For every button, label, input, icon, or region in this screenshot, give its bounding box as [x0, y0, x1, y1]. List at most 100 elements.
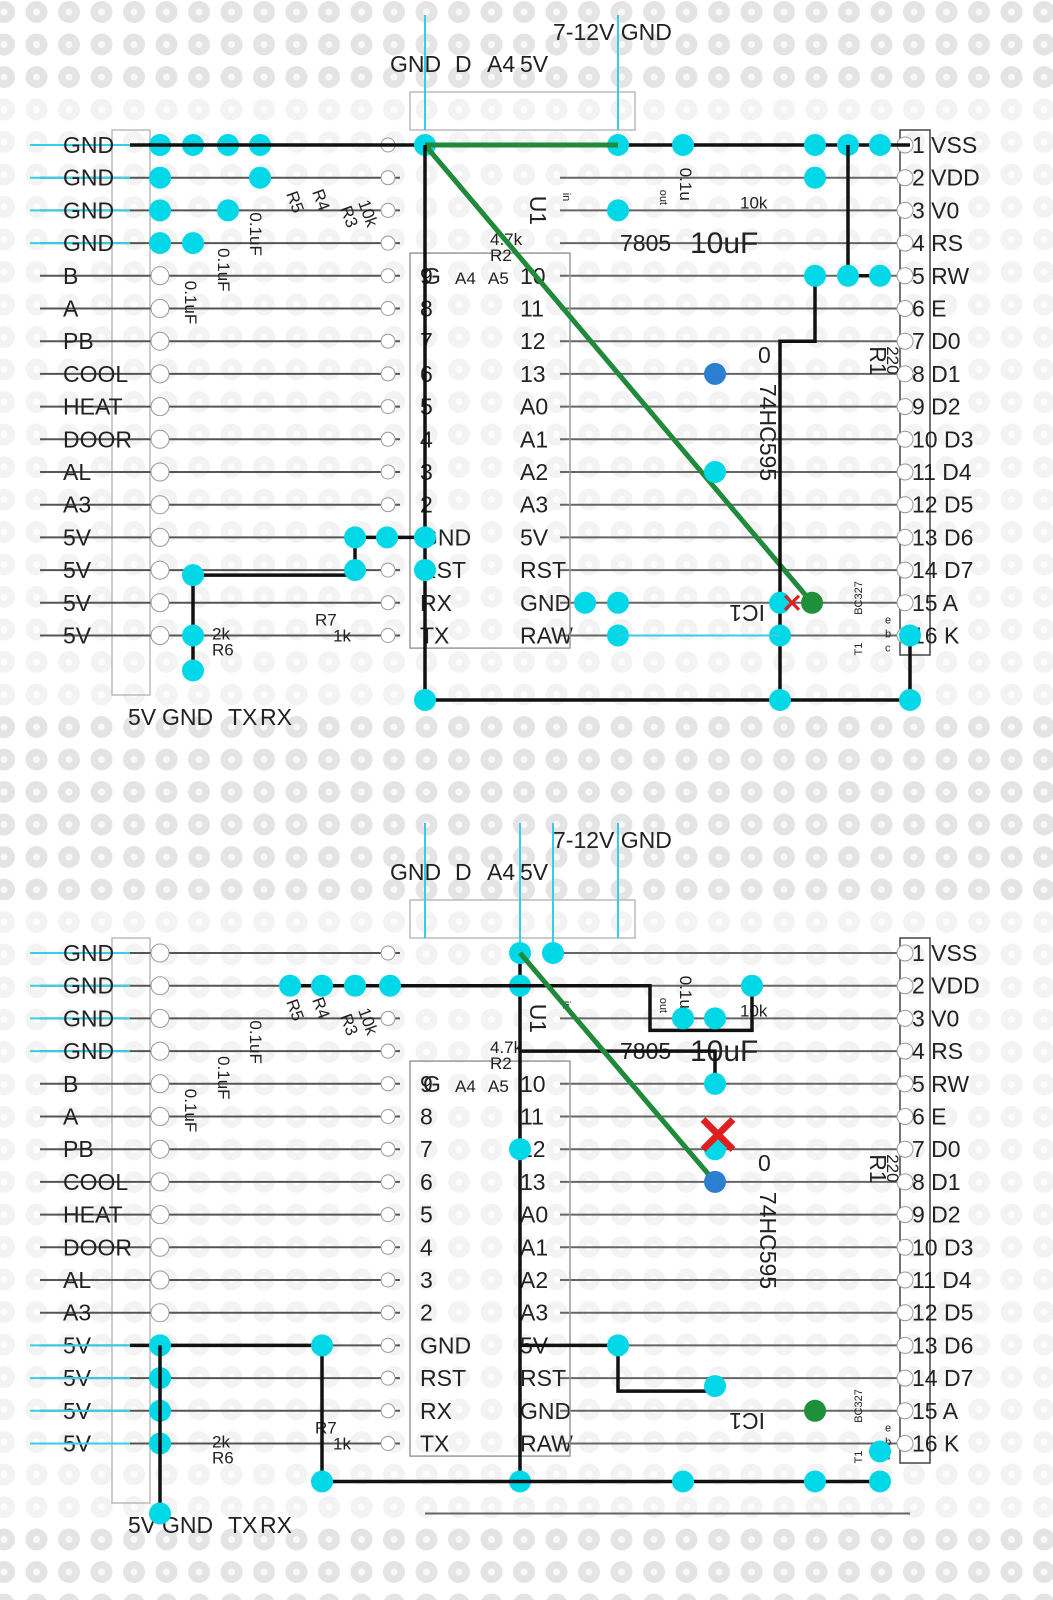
transistor-type-label: BC327: [853, 581, 865, 615]
u1-label: U1: [525, 196, 551, 225]
solder-pad: [704, 461, 726, 483]
r1-value-label: 220: [883, 346, 902, 374]
left-signal-label: A3: [63, 1300, 91, 1326]
serial-header-label: TX: [228, 1512, 257, 1538]
left-signal-label: GND: [63, 1038, 114, 1064]
promini-left-pin-label: RST: [420, 1365, 466, 1391]
promini-left-pin-label: 9: [420, 1071, 433, 1097]
cap-c-label: 0.1uF: [181, 281, 200, 324]
wire-link: [130, 1343, 880, 1484]
solder-pad: [804, 166, 826, 189]
header-pin-label: A4: [487, 859, 515, 885]
left-signal-label: COOL: [63, 1169, 128, 1195]
left-signal-label: PB: [63, 1136, 94, 1162]
r2-value-label: 4.7k: [490, 1038, 523, 1057]
transistor-type-label: BC327: [853, 1389, 865, 1423]
solder-pad: [607, 199, 629, 222]
header-pin-label: GND: [390, 51, 441, 77]
r2-label: R2: [490, 1054, 512, 1073]
left-signal-label: A: [63, 1104, 79, 1130]
solder-pad: [149, 166, 171, 189]
cap-0-1u-label: 0.1u: [676, 976, 695, 1009]
zero-label: 0: [758, 1150, 771, 1176]
serial-header-label: RX: [260, 704, 292, 730]
lcd-pin-label: 12 D5: [912, 492, 973, 518]
lcd-pin-label: 14 D7: [912, 1365, 973, 1391]
regulator-label: 7805: [620, 230, 671, 256]
pot-label: 10k: [740, 193, 768, 212]
solder-pad: [769, 689, 791, 711]
serial-header-label: TX: [228, 704, 257, 730]
lcd-connector-outline: [899, 129, 931, 656]
wire-link: [778, 275, 817, 700]
solder-pad: [249, 166, 271, 189]
lcd-pin-label: 8 D1: [912, 1169, 961, 1195]
r1-label: R1: [865, 1154, 891, 1183]
left-signal-label: GND: [63, 197, 114, 223]
left-signal-label: 5V: [63, 590, 92, 616]
left-signal-label: DOOR: [63, 426, 132, 452]
promini-right-pin-label: A3: [520, 492, 548, 518]
solder-pad: [509, 1138, 531, 1161]
blue-marker-point: [704, 362, 726, 385]
lcd-pin-label: 2 VDD: [912, 973, 980, 999]
lcd-pin-label: 14 D7: [912, 557, 973, 583]
solder-pad: [311, 974, 333, 997]
left-connector-outline: [111, 937, 151, 1504]
transistor-pin-label: b: [885, 629, 891, 641]
promini-right-pin-label: GND: [520, 590, 571, 616]
solder-pad: [804, 1470, 826, 1493]
solder-pad: [344, 974, 366, 997]
r6-label: R6: [212, 1449, 234, 1468]
promini-right-pin-label: RST: [520, 1365, 566, 1391]
promini-right-pin-label: 5V: [520, 524, 549, 550]
solder-pad: [376, 526, 398, 549]
serial-header-label: GND: [162, 704, 213, 730]
lcd-pin-label: 13 D6: [912, 524, 973, 550]
r7-label: R7: [315, 611, 337, 630]
transistor-pin-label: e: [885, 1423, 891, 1435]
left-connector-outline: [111, 129, 151, 696]
reg-in-label: in: [560, 193, 572, 202]
promini-right-pin-label: A0: [520, 394, 548, 420]
serial-header-label: RX: [260, 1512, 292, 1538]
promini-top-pin-label: A5: [488, 269, 509, 288]
transistor-pin-label: c: [885, 643, 891, 655]
left-signal-label: GND: [63, 230, 114, 256]
solder-pad: [574, 591, 596, 614]
solder-pad: [769, 591, 791, 614]
lcd-pin-label: 5 RW: [912, 263, 969, 289]
promini-right-pin-label: RST: [520, 557, 566, 583]
promini-left-pin-label: 8: [420, 1104, 433, 1130]
solder-pad: [182, 564, 204, 587]
left-signal-label: DOOR: [63, 1234, 132, 1260]
lcd-pin-label: 7 D0: [912, 328, 961, 354]
promini-left-pin-label: 2: [420, 1300, 433, 1326]
promini-right-pin-label: A2: [520, 1267, 548, 1293]
left-signal-label: A3: [63, 492, 91, 518]
promini-right-pin-label: A3: [520, 1300, 548, 1326]
ic-74hc595-label: 74HC595: [755, 1192, 781, 1289]
panel-top-layout: GNDGNDGNDGNDBAPBCOOLHEATDOORALA35V5V5V5V…: [0, 15, 1053, 730]
solder-pad: [869, 1440, 891, 1463]
serial-header-label: 5V: [128, 704, 157, 730]
panel-bottom-layout: GNDGNDGNDGNDBAPBCOOLHEATDOORALA35V5V5V5V…: [0, 823, 1053, 1538]
solder-pad: [741, 974, 763, 997]
reg-out-label: out: [657, 190, 669, 205]
solder-pad: [804, 264, 826, 287]
jumper-wire: [423, 143, 814, 605]
u1-label: U1: [525, 1004, 551, 1033]
lcd-pin-label: 10 D3: [912, 426, 973, 452]
r1-label: R1: [865, 346, 891, 375]
promini-top-pin-label: A5: [488, 1077, 509, 1096]
left-signal-label: GND: [63, 973, 114, 999]
cap-a-label: 0.1uF: [246, 212, 265, 255]
solder-pad: [149, 232, 171, 255]
header-pin-label: D: [455, 51, 472, 77]
solder-pad: [344, 526, 366, 549]
solder-pad: [149, 1502, 171, 1525]
promini-right-pin-label: RAW: [520, 623, 573, 649]
lcd-pin-label: 15 A: [912, 590, 959, 616]
solder-pad: [704, 1007, 726, 1030]
promini-top-pin-label: G: [423, 263, 441, 289]
